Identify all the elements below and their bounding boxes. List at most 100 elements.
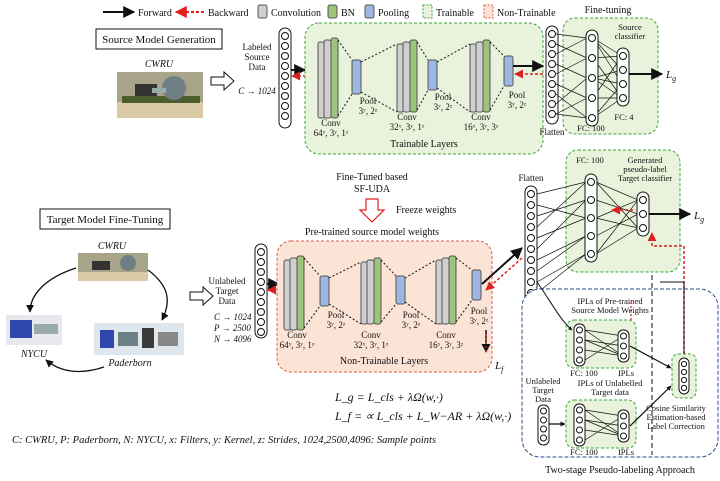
source-conv1-label: Conv: [321, 118, 341, 128]
target-pool1-params: 3ʸ, 2ᶻ: [327, 320, 346, 330]
finetuned-label: Fine-Tuned based: [336, 172, 408, 183]
source-conv-block-1: [317, 37, 362, 119]
target-conv-block-2: [328, 257, 406, 325]
target-conv3-label: Conv: [436, 330, 456, 340]
ipls-a-label: IPLs: [618, 368, 634, 378]
target-conv-block-1: [283, 255, 330, 331]
ipls-a-network: [584, 329, 624, 361]
target-conv-block-3: [404, 255, 482, 325]
target-pool3-label: Pool: [471, 306, 488, 316]
equation-lf: L_f = ∝ L_cls + L_W−AR + λΩ(w,·): [334, 409, 511, 423]
target-input-column: [254, 243, 268, 339]
target-pool2-label: Pool: [403, 310, 420, 320]
source-fc100-label: FC: 100: [577, 123, 605, 133]
source-pool2-label: Pool: [435, 92, 452, 102]
source-conv-block-2: [360, 39, 438, 113]
source-conv3-label: Conv: [471, 112, 491, 122]
target-loss-label: Lg: [693, 210, 704, 224]
source-fc4-label: FC: 4: [614, 112, 634, 122]
freeze-label: Freeze weights: [396, 205, 456, 216]
paderborn-image: [94, 323, 184, 355]
trainable-layers-label: Trainable Layers: [390, 139, 458, 150]
source-hollow-arrow: [210, 70, 235, 92]
target-pool3-params: 3ʸ, 2ᶻ: [470, 316, 489, 326]
source-pool1-params: 3ʸ, 2ᶻ: [359, 106, 378, 116]
target-conv3-params: 16ˣ, 3ʸ, 3ᶻ: [429, 340, 464, 350]
target-size-n: N → 4096: [213, 334, 252, 344]
target-flatten-column: [524, 185, 538, 305]
freeze-arrow: [358, 198, 386, 223]
unlabeled-input-column: [537, 404, 550, 446]
target-conv1-params: 64ˣ, 3ʸ, 1ᶻ: [280, 340, 315, 350]
source-conv-block-3: [436, 39, 514, 113]
source-input-column: [278, 27, 292, 129]
pretrained-label: Pre-trained source model weights: [305, 227, 439, 238]
legend-non-trainable: Non-Trainable: [497, 8, 556, 19]
legend-convolution: Convolution: [271, 8, 321, 19]
source-dataset-label: CWRU: [145, 59, 174, 70]
source-conv2-params: 32ˣ, 3ʸ, 1ᶻ: [390, 122, 425, 132]
source-pool3-params: 3ʸ, 2ᶻ: [508, 100, 527, 110]
legend-pooling: Pooling: [378, 8, 409, 19]
target-pool2-params: 3ʸ, 2ᶻ: [402, 320, 421, 330]
ipls-b-label: IPLs: [618, 447, 634, 457]
source-flatten-column: [545, 25, 559, 125]
source-pool2-params: 3ʸ, 2ᶻ: [434, 102, 453, 112]
target-conv2-params: 32ˣ, 3ʸ, 1ᶻ: [354, 340, 389, 350]
source-loss-label: Lg: [665, 69, 676, 83]
source-conv2-label: Conv: [397, 112, 417, 122]
non-trainable-layers-label: Non-Trainable Layers: [340, 356, 428, 367]
legend: Forward Backward Convolution BN Pooling …: [103, 4, 556, 19]
source-title-box: [95, 28, 223, 50]
target-section: Target Model Fine-Tuning CWRU NYCU Pader…: [6, 149, 704, 374]
legend-trainable: Trainable: [436, 8, 475, 19]
fc100-b-label: FC: 100: [570, 447, 598, 457]
target-conv1-label: Conv: [287, 330, 307, 340]
nycu-label: NYCU: [20, 349, 48, 360]
source-pool3-label: Pool: [509, 90, 526, 100]
equation-lg: L_g = L_cls + λΩ(w,·): [334, 390, 443, 404]
target-flatten-label: Flatten: [519, 173, 544, 183]
fc100-a-label: FC: 100: [570, 368, 598, 378]
target-size-c: C → 1024: [214, 312, 252, 322]
source-title: Source Model Generation: [102, 34, 216, 46]
source-fc4-column: [616, 47, 630, 107]
legend-backward: Backward: [208, 8, 249, 19]
ipls-b-network: [584, 409, 624, 441]
middle-labels: Fine-Tuned based SF-UDA Freeze weights P…: [305, 172, 456, 238]
legend-bn: BN: [341, 8, 355, 19]
source-conv3-params: 16ˣ, 3ʸ, 3ᶻ: [464, 122, 499, 132]
equations: L_g = L_cls + λΩ(w,·) L_f = ∝ L_cls + L_…: [334, 390, 511, 423]
finetuning-label: Fine-tuning: [585, 5, 632, 16]
sfuda-label: SF-UDA: [354, 184, 391, 195]
legend-forward: Forward: [138, 8, 172, 19]
nycu-image: [6, 315, 62, 345]
target-cwru-image: [78, 253, 148, 281]
source-input-size: C → 1024: [238, 86, 276, 96]
target-pool1-label: Pool: [328, 310, 345, 320]
caption: C: CWRU, P: Paderborn, N: NYCU, x: Filte…: [12, 435, 436, 446]
source-flatten-label: Flatten: [540, 127, 565, 137]
cwru-machine-image: [117, 72, 203, 118]
target-fc100-label: FC: 100: [576, 155, 604, 165]
target-size-p: P → 2500: [213, 323, 251, 333]
source-pool1-label: Pool: [360, 96, 377, 106]
two-stage-title: Two-stage Pseudo-labeling Approach: [545, 465, 695, 476]
target-title-box: [39, 208, 171, 230]
target-hollow-arrow: [189, 285, 214, 307]
source-conv1-params: 64ˣ, 3ʸ, 1ᶻ: [314, 128, 349, 138]
target-cwru-label: CWRU: [98, 241, 127, 252]
paderborn-label: Paderborn: [107, 358, 151, 369]
target-loss-f: Lf: [494, 360, 505, 374]
target-title: Target Model Fine-Tuning: [47, 214, 164, 226]
